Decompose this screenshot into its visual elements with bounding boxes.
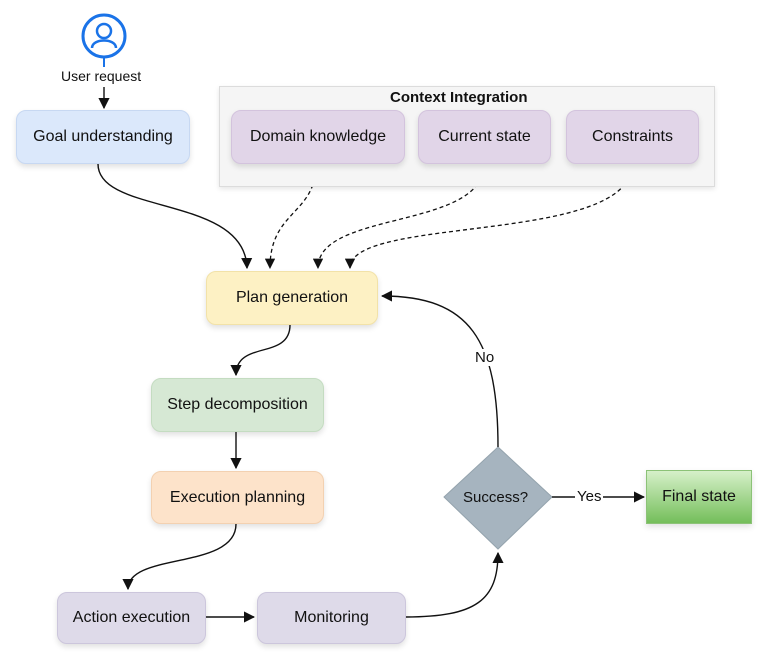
edge-decision-to-plan (380, 290, 499, 448)
edge-exec-to-action (122, 523, 237, 591)
step-decomposition-node[interactable]: Step decomposition (151, 378, 324, 432)
current-state-node[interactable]: Current state (418, 110, 551, 164)
domain-knowledge-node[interactable]: Domain knowledge (231, 110, 405, 164)
goal-understanding-node[interactable]: Goal understanding (16, 110, 190, 164)
user-request-label: User request (61, 68, 142, 84)
monitoring-node[interactable]: Monitoring (257, 592, 406, 644)
yes-edge-label: Yes (575, 488, 604, 505)
no-edge-label: No (473, 349, 497, 366)
edge-monitor-to-decision (405, 551, 504, 618)
constraints-node[interactable]: Constraints (566, 110, 699, 164)
plan-generation-node[interactable]: Plan generation (206, 271, 378, 325)
context-integration-title: Context Integration (390, 89, 528, 106)
success-decision-shape (443, 446, 553, 550)
edge-plan-to-step (230, 324, 291, 377)
final-state-node[interactable]: Final state (646, 470, 752, 524)
user-icon (81, 13, 127, 67)
edge-goal-to-plan (97, 163, 253, 270)
success-decision-label[interactable]: Success? (463, 489, 529, 506)
action-execution-node[interactable]: Action execution (57, 592, 206, 644)
edge-constraints-to-plan (344, 163, 633, 270)
execution-planning-node[interactable]: Execution planning (151, 471, 324, 524)
